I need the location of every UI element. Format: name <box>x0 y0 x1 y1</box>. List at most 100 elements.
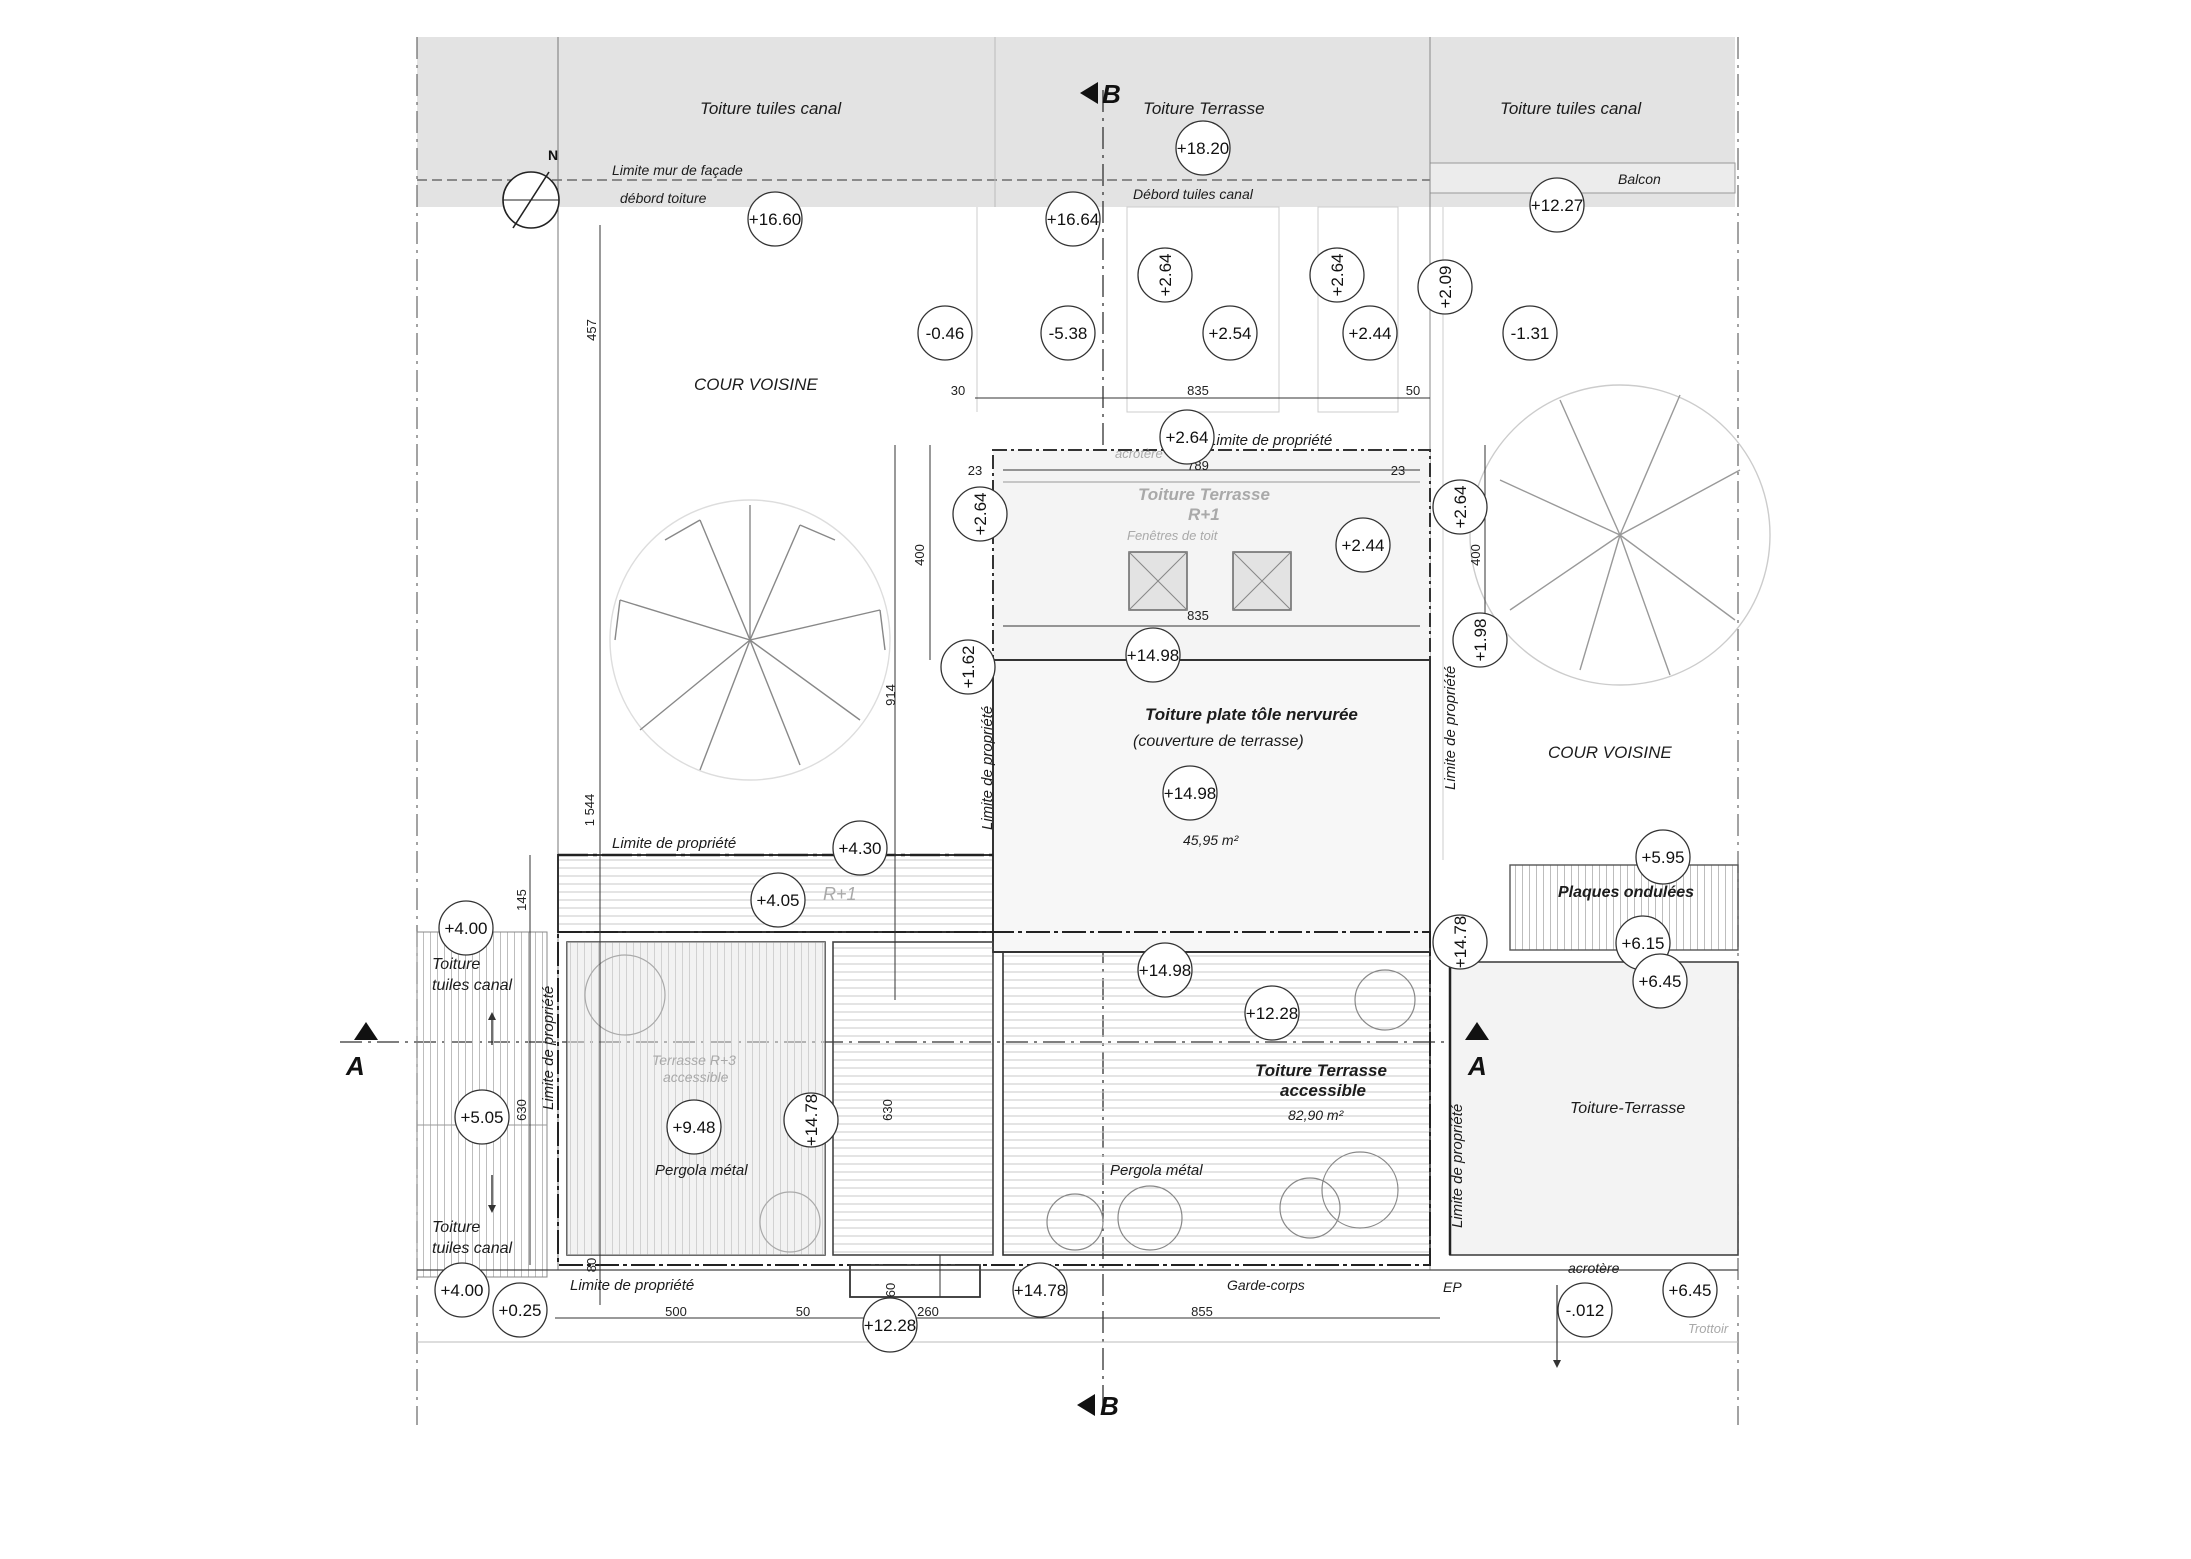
level-circle <box>1557 1282 1613 1338</box>
level-circle <box>1125 627 1181 683</box>
level-circle <box>1175 120 1231 176</box>
level-circle <box>1162 765 1218 821</box>
level-value: +14.98 <box>1139 961 1191 980</box>
level-marker: -1.31 <box>1502 305 1558 361</box>
dimension-value: 400 <box>912 544 927 566</box>
dimension-value: 1 544 <box>582 794 597 827</box>
label-tile-overhang: Débord tuiles canal <box>1133 186 1254 202</box>
dimension-value: 145 <box>514 889 529 911</box>
level-value: +2.64 <box>1328 253 1347 296</box>
tree-left <box>609 499 891 781</box>
small-court <box>832 941 994 1256</box>
level-circle <box>783 1092 839 1148</box>
label-roof-terrace-top: Toiture Terrasse <box>1143 99 1265 118</box>
svg-text:B: B <box>1102 79 1121 109</box>
label-accessible-area: 82,90 m² <box>1288 1107 1345 1123</box>
level-value: +2.44 <box>1341 536 1384 555</box>
level-circle <box>1040 305 1096 361</box>
tree-right <box>1469 384 1771 686</box>
level-marker: -0.46 <box>917 305 973 361</box>
level-circle <box>1632 953 1688 1009</box>
level-value: +5.95 <box>1641 848 1684 867</box>
level-circle <box>1159 409 1215 465</box>
level-circle <box>1635 829 1691 885</box>
label-terrace-r3-2: accessible <box>663 1069 729 1085</box>
level-value: +2.44 <box>1348 324 1391 343</box>
level-marker: -.012 <box>1557 1282 1613 1338</box>
level-circle <box>1662 1262 1718 1318</box>
section-a-right: A <box>1465 1022 1489 1081</box>
label-ep: EP <box>1443 1279 1462 1295</box>
label-pergola-right: Pergola métal <box>1110 1162 1203 1179</box>
level-circle <box>1309 247 1365 303</box>
level-circle <box>438 900 494 956</box>
level-value: -0.46 <box>926 324 965 343</box>
level-value: +12.28 <box>864 1316 916 1335</box>
level-circle <box>1012 1262 1068 1318</box>
label-corrugated: Plaques ondulées <box>1558 884 1694 901</box>
dimension-value: 400 <box>1468 544 1483 566</box>
level-marker: +14.98 <box>1125 627 1181 683</box>
level-marker: +12.28 <box>862 1297 918 1353</box>
level-circle <box>1529 177 1585 233</box>
north-label: N <box>548 147 558 163</box>
label-flat-roof-1: Toiture plate tôle nervurée <box>1145 705 1358 724</box>
level-marker: +4.00 <box>434 1262 490 1318</box>
level-marker: +14.98 <box>1162 765 1218 821</box>
level-value: +4.30 <box>838 839 881 858</box>
level-marker: +5.05 <box>454 1089 510 1145</box>
label-acrotere-bottom: acrotère <box>1568 1260 1620 1276</box>
level-value: +0.25 <box>498 1301 541 1320</box>
level-circle <box>1137 247 1193 303</box>
label-property-limit-strip: Limite de propriété <box>612 835 736 852</box>
level-value: +2.64 <box>1451 485 1470 528</box>
level-value: +12.28 <box>1246 1004 1298 1023</box>
label-roof-overhang: débord toiture <box>620 190 707 206</box>
label-flat-roof-area: 45,95 m² <box>1183 832 1240 848</box>
label-property-limit-bottom: Limite de propriété <box>570 1277 694 1294</box>
level-value: +14.78 <box>1451 916 1470 968</box>
level-circle <box>1202 305 1258 361</box>
level-circle <box>1502 305 1558 361</box>
label-neighbour-court-left: COUR VOISINE <box>694 375 818 394</box>
label-left-roof-1a: Toiture <box>432 956 480 973</box>
dimension-value: 50 <box>1406 383 1420 398</box>
accessible-roof-terrace <box>1002 951 1431 1256</box>
level-circle <box>862 1297 918 1353</box>
level-circle <box>832 820 888 876</box>
level-marker: +4.05 <box>750 872 806 928</box>
level-marker: +9.48 <box>666 1099 722 1155</box>
level-circle <box>940 639 996 695</box>
dimension-value: 30 <box>951 383 965 398</box>
level-value: +1.62 <box>959 645 978 688</box>
level-marker: +2.54 <box>1202 305 1258 361</box>
level-value: +9.48 <box>672 1118 715 1137</box>
level-value: +16.60 <box>749 210 801 229</box>
svg-text:A: A <box>345 1051 365 1081</box>
level-value: +2.54 <box>1208 324 1251 343</box>
label-tiles-left: Toiture tuiles canal <box>700 99 842 118</box>
level-value: -5.38 <box>1049 324 1088 343</box>
level-circle <box>1137 942 1193 998</box>
level-circle <box>750 872 806 928</box>
level-value: +18.20 <box>1177 139 1229 158</box>
level-marker: +4.00 <box>438 900 494 956</box>
label-r1: R+1 <box>823 884 857 904</box>
dimension-value: 60 <box>883 1283 898 1297</box>
dimension-value: 23 <box>1391 463 1405 478</box>
dimension-value: 23 <box>968 463 982 478</box>
label-property-limit-top: Limite de propriété <box>1208 432 1332 449</box>
svg-text:A: A <box>1467 1051 1487 1081</box>
label-pergola-left: Pergola métal <box>655 1162 748 1179</box>
level-value: +14.98 <box>1164 784 1216 803</box>
level-marker: +1.98 <box>1452 612 1508 668</box>
level-marker: +14.78 <box>783 1092 839 1148</box>
label-accessible-terrace-1: Toiture Terrasse <box>1255 1061 1387 1080</box>
level-circle <box>1432 914 1488 970</box>
level-circle <box>1244 985 1300 1041</box>
level-value: +14.78 <box>802 1094 821 1146</box>
level-marker: -5.38 <box>1040 305 1096 361</box>
dimension-value: 80 <box>584 1258 599 1272</box>
